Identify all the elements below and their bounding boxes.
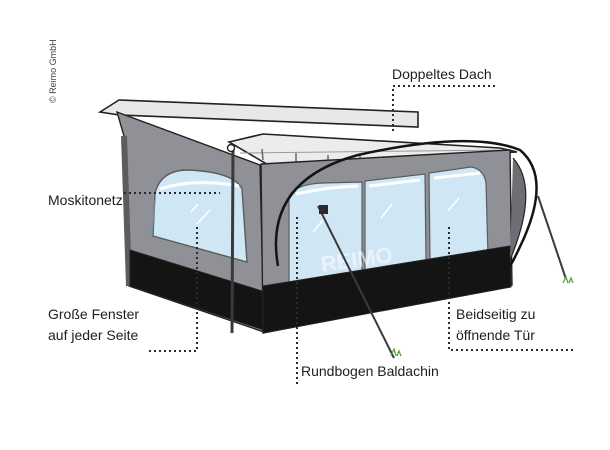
side-window xyxy=(152,169,248,263)
callout-mosquito-net: Moskitonetz xyxy=(48,190,123,211)
guy-line xyxy=(317,205,395,359)
guy-line-right xyxy=(537,195,567,280)
callout-bow-canopy-line1: Rundbogen Baldachin xyxy=(301,363,439,379)
callout-door-line2: öffnende Tür xyxy=(456,327,535,343)
callout-large-windows-line1: Große Fenster xyxy=(48,306,140,322)
callout-door: Beidseitig zu öffnende Tür xyxy=(456,304,535,346)
copyright-notice: © Reimo GmbH xyxy=(48,39,58,103)
callout-double-roof-line1: Doppeltes Dach xyxy=(392,66,492,82)
canopy-bow xyxy=(274,139,538,267)
callout-large-windows: Große Fenster auf jeder Seite xyxy=(48,304,139,346)
leader-door xyxy=(448,227,574,351)
leader-lines xyxy=(124,85,574,385)
leader-large-windows xyxy=(149,227,198,352)
front-pole xyxy=(230,149,235,334)
callout-double-roof: Doppeltes Dach xyxy=(392,64,492,85)
callout-large-windows-line2: auf jeder Seite xyxy=(48,327,139,343)
awning-rail xyxy=(97,99,419,128)
callout-door-line1: Beidseitig zu xyxy=(456,306,536,322)
callout-mosquito-net-line1: Moskitonetz xyxy=(48,192,123,208)
leader-double-roof xyxy=(392,85,498,131)
front-window-3 xyxy=(428,166,489,263)
callout-bow-canopy: Rundbogen Baldachin xyxy=(301,361,439,382)
